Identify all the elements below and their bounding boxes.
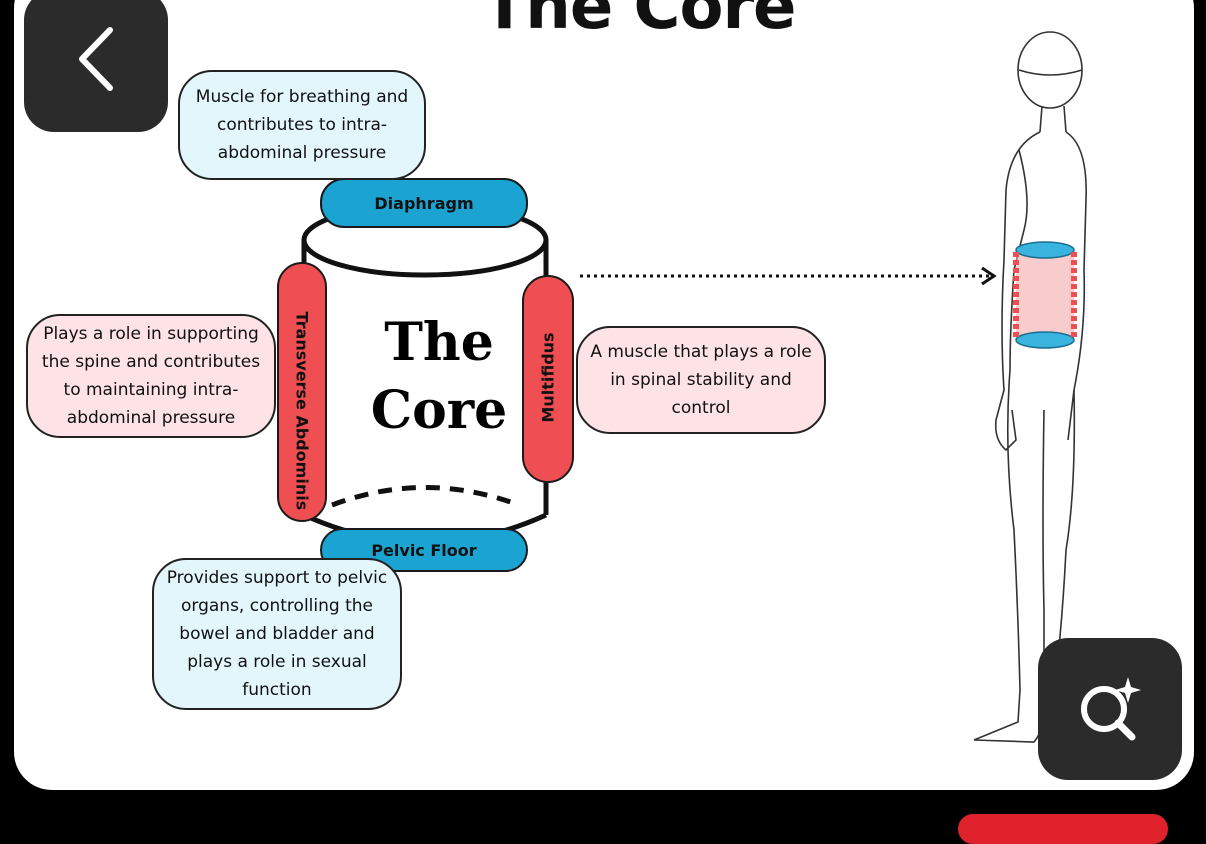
diaphragm-description: Muscle for breathing and contributes to … bbox=[178, 70, 426, 180]
back-button[interactable] bbox=[24, 0, 168, 132]
transverse-abdominis-pill bbox=[277, 262, 327, 522]
human-figure bbox=[973, 31, 1087, 743]
visual-search-button[interactable] bbox=[1038, 638, 1182, 780]
image-viewer-card: The Core Diaphragm bbox=[14, 0, 1194, 790]
figure-core-band bbox=[1016, 250, 1074, 340]
multifidus-label: Multifidus bbox=[538, 332, 558, 423]
save-button-edge[interactable] bbox=[958, 814, 1168, 844]
core-label-line2: Core bbox=[370, 380, 508, 441]
transverse-abdominis-description: Plays a role in supporting the spine and… bbox=[26, 314, 276, 438]
pelvic-floor-description: Provides support to pelvic organs, contr… bbox=[152, 558, 402, 710]
page-title: The Core bbox=[482, 0, 797, 44]
transverse-abdominis-label: Transverse Abdominis bbox=[292, 311, 312, 511]
core-label-line1: The bbox=[384, 312, 494, 373]
visual-search-icon bbox=[1074, 671, 1146, 747]
cylinder-bottom-dashed bbox=[331, 485, 520, 508]
multifidus-description: A muscle that plays a role in spinal sta… bbox=[576, 326, 826, 434]
chevron-left-icon bbox=[74, 24, 118, 98]
multifidus-pill bbox=[522, 275, 574, 483]
diaphragm-pill: Diaphragm bbox=[320, 178, 528, 228]
